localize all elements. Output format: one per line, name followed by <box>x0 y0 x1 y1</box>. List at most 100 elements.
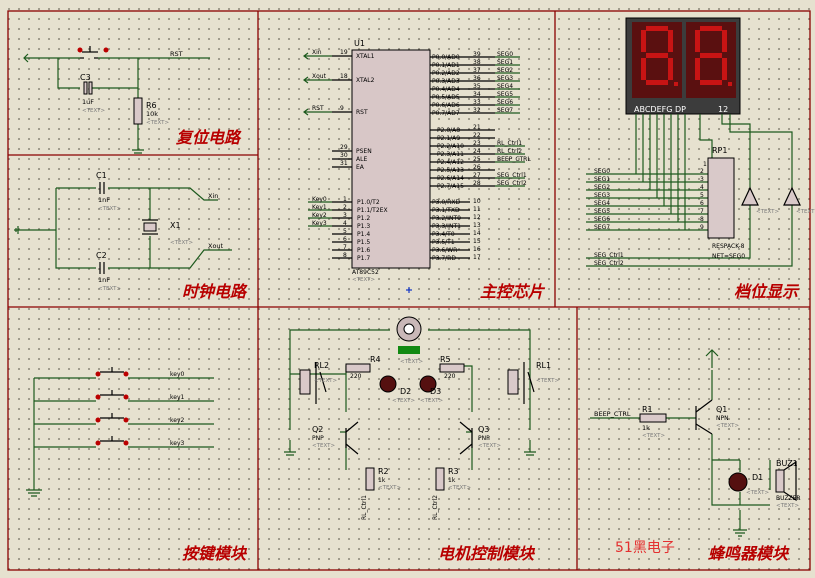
c3-ref: C3 <box>80 73 91 82</box>
display-segment <box>641 30 646 52</box>
display-segment <box>695 58 700 80</box>
mcu-pin-name: P2.7/A15 <box>437 183 464 190</box>
mcu-pin-number: 22 <box>473 132 481 139</box>
motor-res-ref: R5 <box>440 355 451 364</box>
rp1-pin-number: 9 <box>700 224 704 231</box>
mcu-pin-number: 25 <box>473 156 481 163</box>
motor-ctrl-net: RL_Ctrl2 <box>432 495 439 520</box>
mcu-p0-net: SEG2 <box>497 67 513 74</box>
mcu-pin-number: 17 <box>473 254 481 261</box>
relay-right <box>507 362 535 404</box>
display-seg-net: SEG6 <box>594 216 610 223</box>
digit-pin-label: 12 <box>718 105 728 114</box>
mcu-pin-number: 9 <box>340 105 344 112</box>
mcu-pin-number: 6 <box>343 236 347 243</box>
display-seg-net: SEG4 <box>594 200 610 207</box>
display-segment <box>668 58 673 80</box>
mcu-pin-name: P2.6/A14 <box>437 175 464 182</box>
mcu-pin-name: RST <box>356 109 368 116</box>
motor-trans-ref: Q2 <box>312 425 323 434</box>
clock-title: 时钟电路 <box>182 282 248 301</box>
mcu-pin-number: 12 <box>473 214 481 221</box>
motor-circuit: <TEXT> RL2<TEXT>R4220D2<TEXT>Q2PNP<TEXT>… <box>284 316 559 563</box>
q1-type: NPN <box>716 415 729 422</box>
mcu-pin-name: P2.3/A11 <box>437 151 464 158</box>
mcu-title: 主控芯片 <box>480 282 546 301</box>
mcu-net-wire <box>303 76 332 84</box>
mcu-pin-number: 32 <box>473 107 481 114</box>
mcu-pin-number: 30 <box>340 152 348 159</box>
c1-capacitor <box>99 182 105 194</box>
mcu-pin-name: P0.1/AD1 <box>432 62 460 69</box>
c2-ref: C2 <box>96 251 107 260</box>
motor-led-ref: D2 <box>400 387 411 396</box>
mcu-p0-net: SEG5 <box>497 91 513 98</box>
clock-net-xout: Xout <box>208 242 224 250</box>
motor-trans-type: PNP <box>312 435 324 442</box>
mcu-pin-number: 26 <box>473 164 481 171</box>
display-seg-net: SEG7 <box>594 224 610 231</box>
display-seg-net: SEG1 <box>594 176 610 183</box>
motor-base-value: 1k <box>448 477 456 484</box>
mcu-pin-number: 23 <box>473 140 481 147</box>
mcu-p2-net: SEG_Ctrl1 <box>497 172 527 179</box>
mcu-p2-net: BEEP_CTRL <box>497 156 531 163</box>
motor-base-ref: R2 <box>378 467 389 476</box>
display-segment <box>646 80 668 85</box>
mcu-pin-name: P1.5 <box>357 239 370 246</box>
display-seg-wire <box>586 114 708 231</box>
motor-symbol[interactable]: <TEXT> <box>396 316 423 365</box>
mcu-pin-number: 19 <box>340 49 348 56</box>
reset-switch[interactable] <box>77 46 109 59</box>
d1-led <box>728 472 748 492</box>
rp1-pin-number: 8 <box>700 216 704 223</box>
q1-text: <TEXT> <box>716 423 739 429</box>
mcu-pin-name: P2.2/A10 <box>437 143 464 150</box>
display-seg-wire <box>586 114 708 223</box>
display-segment <box>646 53 668 58</box>
mcu-pin-name: P3.7/RD <box>432 255 456 262</box>
mcu-pin-name: P1.1/T2EX <box>357 207 388 214</box>
mcu-body[interactable] <box>351 49 431 269</box>
mcu-p0-net: SEG0 <box>497 51 513 58</box>
mcu-p0-net: SEG3 <box>497 75 513 82</box>
mcu-pin-name: P3.3/INT1 <box>432 223 461 230</box>
r6-value: 10k <box>146 110 158 118</box>
motor-base-text: <TEXT> <box>378 485 401 491</box>
mcu-net-wire <box>303 52 332 60</box>
mcu-pin-number: 14 <box>473 230 481 237</box>
key-switch[interactable] <box>34 413 214 425</box>
relay-ref: RL1 <box>536 361 551 370</box>
mcu-left-net: Xin <box>312 49 322 56</box>
key-switch[interactable] <box>34 367 214 379</box>
mcu-pin-name: ALE <box>356 156 367 163</box>
mcu-circuit: U1 AT89C52 <TEXT> 19XTAL118XTAL29RST29PS… <box>303 39 546 301</box>
display-ctrl-net: SEG_Ctrl2 <box>594 260 624 267</box>
mcu-pin-name: P1.3 <box>357 223 370 230</box>
mcu-pin-number: 13 <box>473 222 481 229</box>
motor-resistor-right <box>439 363 465 373</box>
mcu-pin-number: 24 <box>473 148 481 155</box>
motor-trans-text: <TEXT> <box>312 443 335 449</box>
mcu-pin-name: P0.7/AD7 <box>432 110 460 117</box>
key-switch[interactable] <box>34 390 214 402</box>
key-switch[interactable] <box>34 436 214 448</box>
relay-text: <TEXT> <box>536 378 559 384</box>
seven-segment-display: ABCDEFG DP 12 <box>625 17 741 115</box>
display-segment <box>700 53 722 58</box>
motor-transistor-left <box>345 421 359 455</box>
rp1-pin-number: 3 <box>700 176 704 183</box>
d1-ref: D1 <box>752 473 763 482</box>
mcu-pin-number: 33 <box>473 99 481 106</box>
mcu-p1-net: Key1 <box>312 204 327 211</box>
rp1-pin-number: 4 <box>700 184 704 191</box>
display-buffers: <TEXT> <TEXT> <box>741 186 815 215</box>
motor-led-left <box>379 375 397 393</box>
panel-borders <box>7 10 811 571</box>
c2-capacitor <box>99 262 105 274</box>
c2-text: <TEXT> <box>98 286 121 292</box>
q1-ref: Q1 <box>716 405 727 414</box>
r6-ref: R6 <box>146 101 157 110</box>
